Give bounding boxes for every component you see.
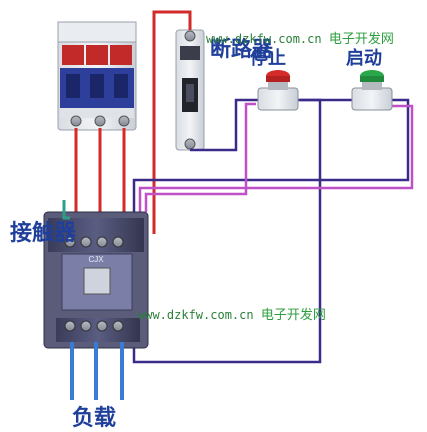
load-wires (70, 342, 124, 400)
watermark-mid-url: www.dzkfw.com.cn (138, 308, 254, 322)
magenta-wires (138, 102, 414, 212)
teal-wire (62, 200, 70, 220)
control-wires (132, 98, 410, 364)
watermark-mid-site: 电子开发网 (260, 308, 326, 323)
start-label: 启动 (346, 48, 382, 69)
contactor-label: 接触器 (10, 220, 77, 246)
three-pole-breaker (57, 21, 137, 131)
stop-button (257, 70, 299, 111)
contactor: CJX (43, 211, 149, 349)
load-label: 负载 (72, 405, 117, 431)
watermark-top-site: 电子开发网 (328, 32, 394, 47)
contactor-model-mark: CJX (88, 255, 104, 264)
single-pole-breaker (175, 29, 205, 151)
watermark-top: www.dzkfw.com.cn 电子开发网 (206, 28, 394, 47)
start-button (351, 70, 393, 111)
watermark-top-url: www.dzkfw.com.cn (206, 32, 322, 46)
watermark-mid: www.dzkfw.com.cn 电子开发网 (138, 304, 326, 323)
stop-label: 停止 (250, 48, 286, 69)
